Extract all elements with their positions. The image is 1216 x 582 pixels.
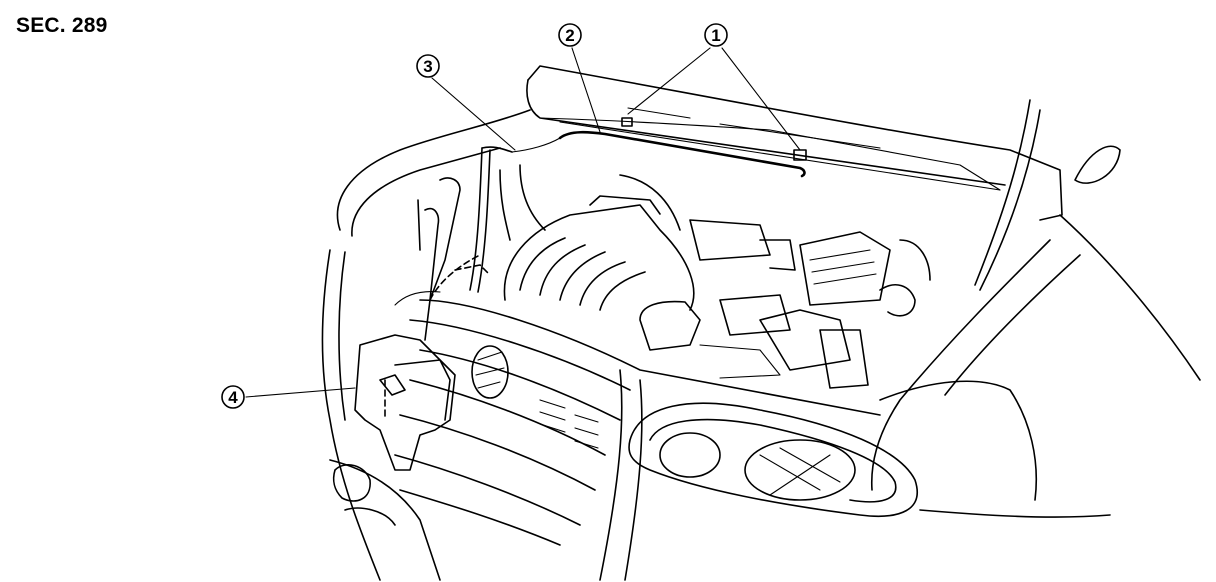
washer-tube xyxy=(454,146,513,293)
washer-hose xyxy=(511,117,807,178)
engine-block xyxy=(499,164,931,389)
callout-2: 2 xyxy=(558,23,582,47)
callout-1: 1 xyxy=(704,23,728,47)
fog-lamp xyxy=(332,464,396,526)
hood xyxy=(526,65,1063,291)
headlamp xyxy=(628,402,918,517)
vehicle-body xyxy=(321,109,1201,581)
callout-4: 4 xyxy=(221,385,245,409)
callout-2-label: 2 xyxy=(565,26,574,45)
leader-lines xyxy=(245,47,801,398)
washer-tank xyxy=(354,177,481,471)
callout-3-label: 3 xyxy=(423,57,432,76)
section-label: SEC. 289 xyxy=(16,14,108,37)
callout-4-label: 4 xyxy=(228,388,238,407)
callout-3: 3 xyxy=(416,54,440,78)
callout-1-label: 1 xyxy=(711,26,720,45)
